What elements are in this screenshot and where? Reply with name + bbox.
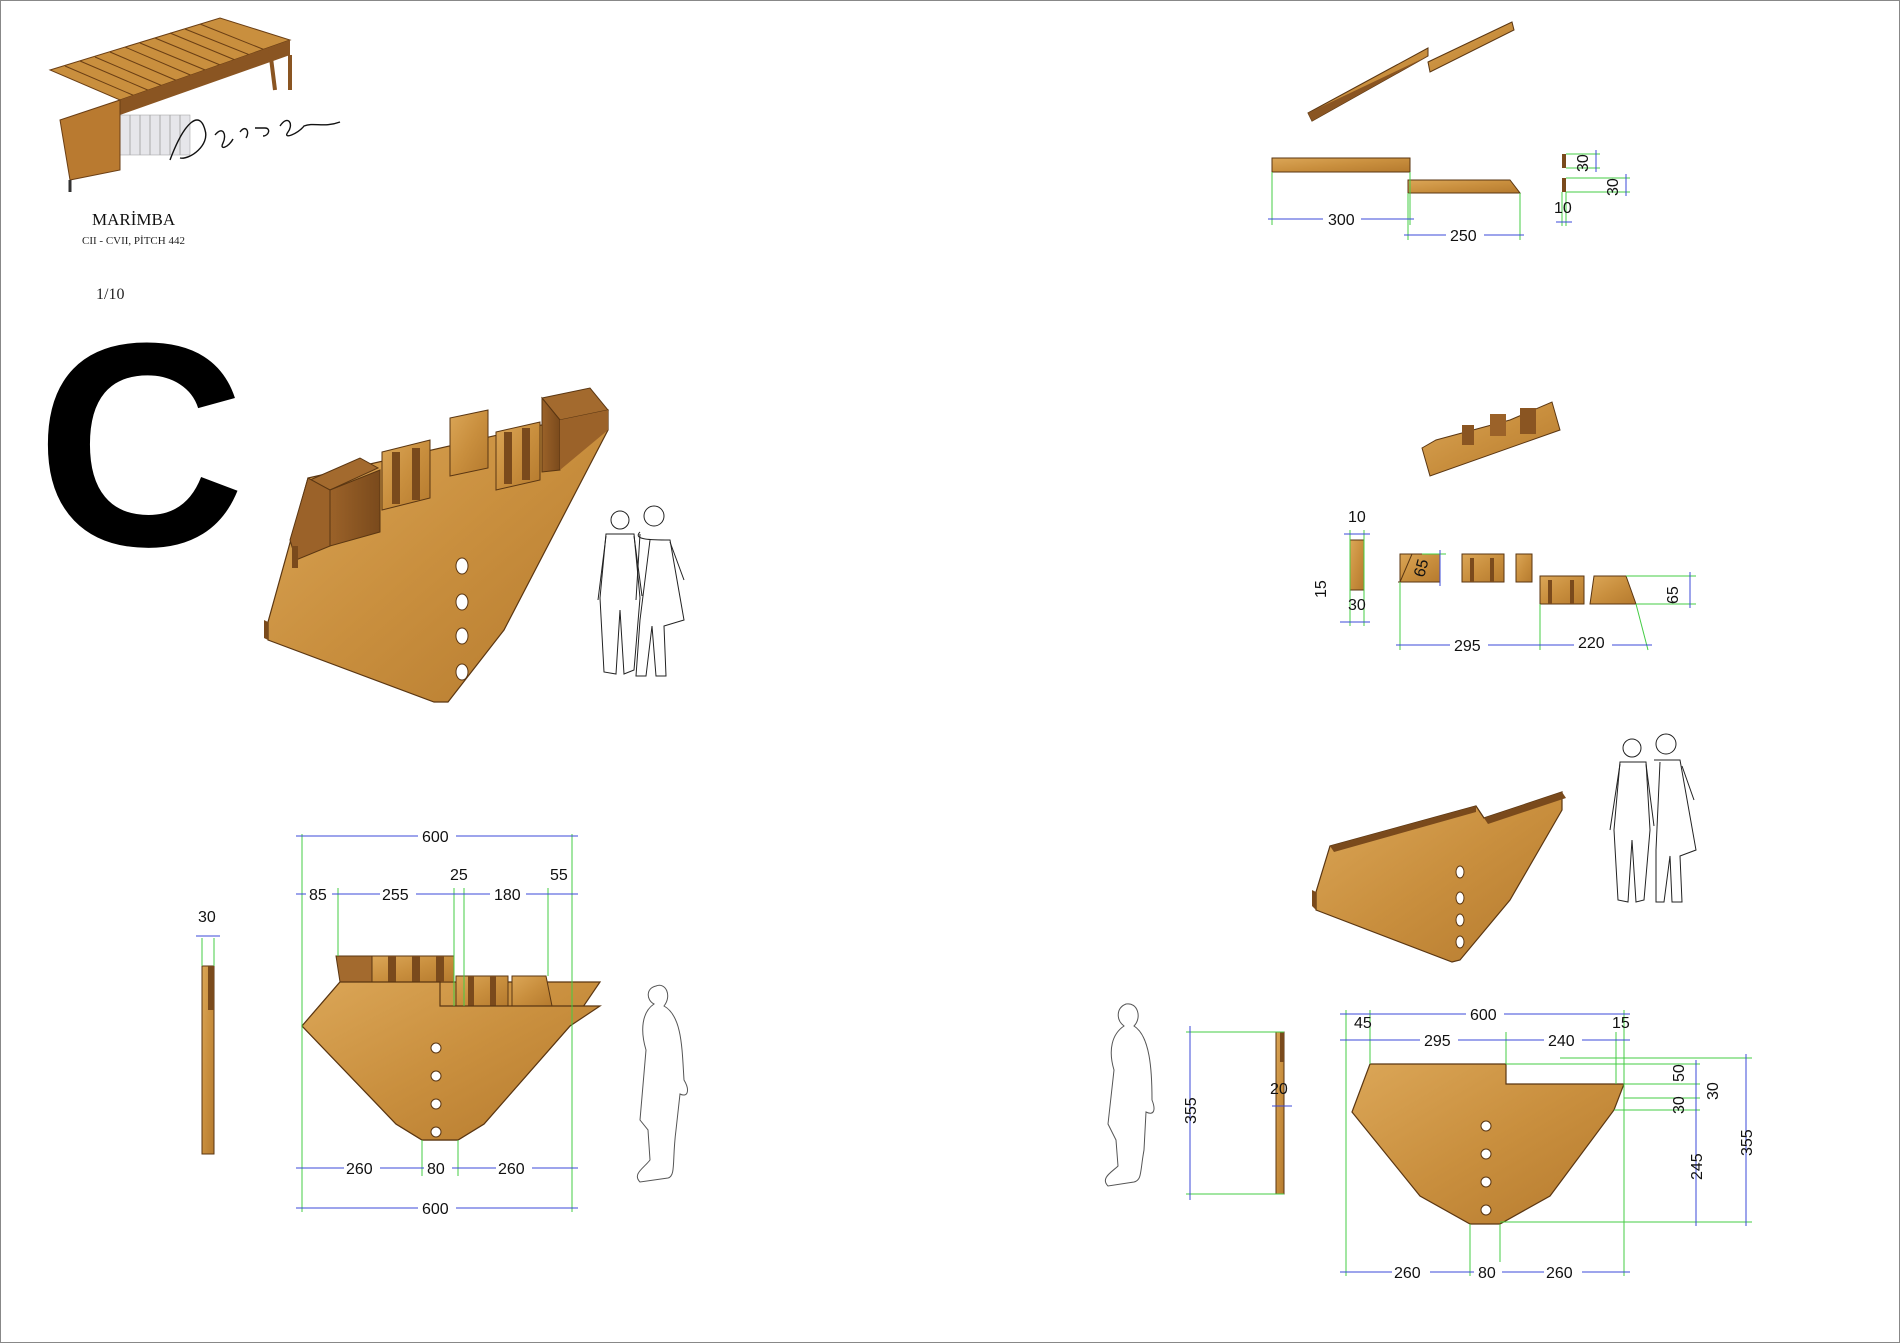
dim-355-right: 355: [1739, 1129, 1756, 1156]
right-panel-hole-2: [1455, 891, 1465, 905]
dim-30-a: 30: [1575, 154, 1592, 172]
rail-iso-b: [1427, 21, 1515, 73]
marimba-illustration: [48, 17, 292, 192]
dim-10: 10: [1554, 200, 1572, 217]
dim-245: 245: [1689, 1153, 1706, 1180]
dim-85: 85: [309, 887, 327, 904]
right-panel-hole-4: [1455, 935, 1465, 949]
signature-scribble: [169, 119, 341, 161]
dim-45: 45: [1354, 1015, 1372, 1032]
dim-240: 240: [1548, 1033, 1575, 1050]
right-front-hole-2: [1480, 1148, 1492, 1160]
dim-180: 180: [494, 887, 521, 904]
dim-600-top-left: 600: [422, 829, 449, 846]
panel-tall-block-left: [289, 477, 331, 561]
front-elevation-left: 600 85 255 25 180 55 30 260 80 260 600: [196, 826, 602, 1218]
front-hole-1: [430, 1042, 442, 1054]
dim-355-side: 355: [1183, 1097, 1200, 1124]
dim-10-b: 10: [1348, 509, 1366, 526]
people-figures-right: [1609, 733, 1697, 903]
dim-65-b: 65: [1665, 586, 1682, 604]
dim-220: 220: [1578, 635, 1605, 652]
front-panel-right: [1351, 1063, 1625, 1225]
rail-flat-a: [1271, 157, 1411, 173]
dim-25: 25: [450, 867, 468, 884]
panel-hole-2: [455, 593, 469, 611]
instrument-name: MARİMBA: [92, 210, 176, 229]
notched-block-view: 10 15 30 65 295 220 65: [1313, 401, 1696, 655]
title-block: MARİMBA CII - CVII, PİTCH 442 1/10: [0, 0, 400, 320]
dim-30-right-a: 30: [1671, 1096, 1688, 1114]
right-panel-hole-1: [1455, 865, 1465, 879]
dim-295-b: 295: [1454, 638, 1481, 655]
dim-260-left-a: 260: [346, 1161, 373, 1178]
front-hole-3: [430, 1098, 442, 1110]
front-hole-4: [430, 1126, 442, 1138]
block-iso: [1421, 401, 1561, 477]
rail-section-b: [1562, 178, 1566, 192]
dim-260-left-b: 260: [498, 1161, 525, 1178]
rail-flat-b: [1407, 179, 1522, 194]
front-hole-2: [430, 1070, 442, 1082]
panel-post: [449, 409, 489, 477]
front-end-block-b: [511, 975, 553, 1007]
drawing-scale: 1/10: [96, 286, 125, 303]
dim-295-right: 295: [1424, 1033, 1451, 1050]
block-part-e: [1589, 575, 1637, 605]
rail-parts-view: 300 250 30 30 10: [1268, 21, 1630, 245]
dim-15-right: 15: [1612, 1015, 1630, 1032]
block-side-section: [1349, 539, 1365, 591]
panel-hole-4: [455, 663, 469, 681]
panel-hole-1: [455, 557, 469, 575]
dim-30-thickness: 30: [198, 909, 216, 926]
dim-80-right: 80: [1478, 1265, 1496, 1282]
right-front-hole-1: [1480, 1120, 1492, 1132]
person-outline-left: [636, 984, 688, 1183]
dim-260-right-b: 260: [1546, 1265, 1573, 1282]
dim-300: 300: [1328, 212, 1355, 229]
right-front-hole-4: [1480, 1204, 1492, 1216]
panel-hole-3: [455, 627, 469, 645]
panel-notch-block-1: [381, 439, 431, 511]
dim-20: 20: [1270, 1081, 1288, 1098]
dim-65-a: 65: [1411, 557, 1432, 579]
dim-250: 250: [1450, 228, 1477, 245]
block-part-d: [1539, 575, 1585, 605]
front-notch-block-b: [455, 975, 509, 1007]
right-front-hole-3: [1480, 1176, 1492, 1188]
block-part-c: [1515, 553, 1533, 583]
dim-30-right-b: 30: [1705, 1082, 1722, 1100]
sheet-letter: C: [36, 283, 246, 607]
dim-30-c: 30: [1348, 597, 1366, 614]
end-panel-isometric: [264, 387, 609, 703]
block-part-b: [1461, 553, 1505, 583]
dim-15: 15: [1313, 580, 1330, 598]
dim-260-right-a: 260: [1394, 1265, 1421, 1282]
dim-55: 55: [550, 867, 568, 884]
panel-notch-block-2: [495, 421, 541, 491]
dim-50: 50: [1671, 1064, 1688, 1082]
dim-255: 255: [382, 887, 409, 904]
end-panel-isometric-right: [1312, 791, 1566, 963]
rail-section-a: [1562, 154, 1566, 168]
dim-30-b: 30: [1605, 178, 1622, 196]
dim-600-bottom-left: 600: [422, 1201, 449, 1218]
person-outline-right: [1104, 1003, 1155, 1187]
right-panel-hole-3: [1455, 913, 1465, 927]
front-elevation-right: 355 20 600 45 295 240 15 50 30 30 245 35…: [1183, 1004, 1756, 1282]
marimba-thumbnail: [48, 17, 341, 192]
dim-80-left: 80: [427, 1161, 445, 1178]
dim-600-top-right: 600: [1470, 1007, 1497, 1024]
instrument-subtitle: CII - CVII, PİTCH 442: [82, 235, 185, 247]
people-figures-left: [597, 505, 685, 677]
